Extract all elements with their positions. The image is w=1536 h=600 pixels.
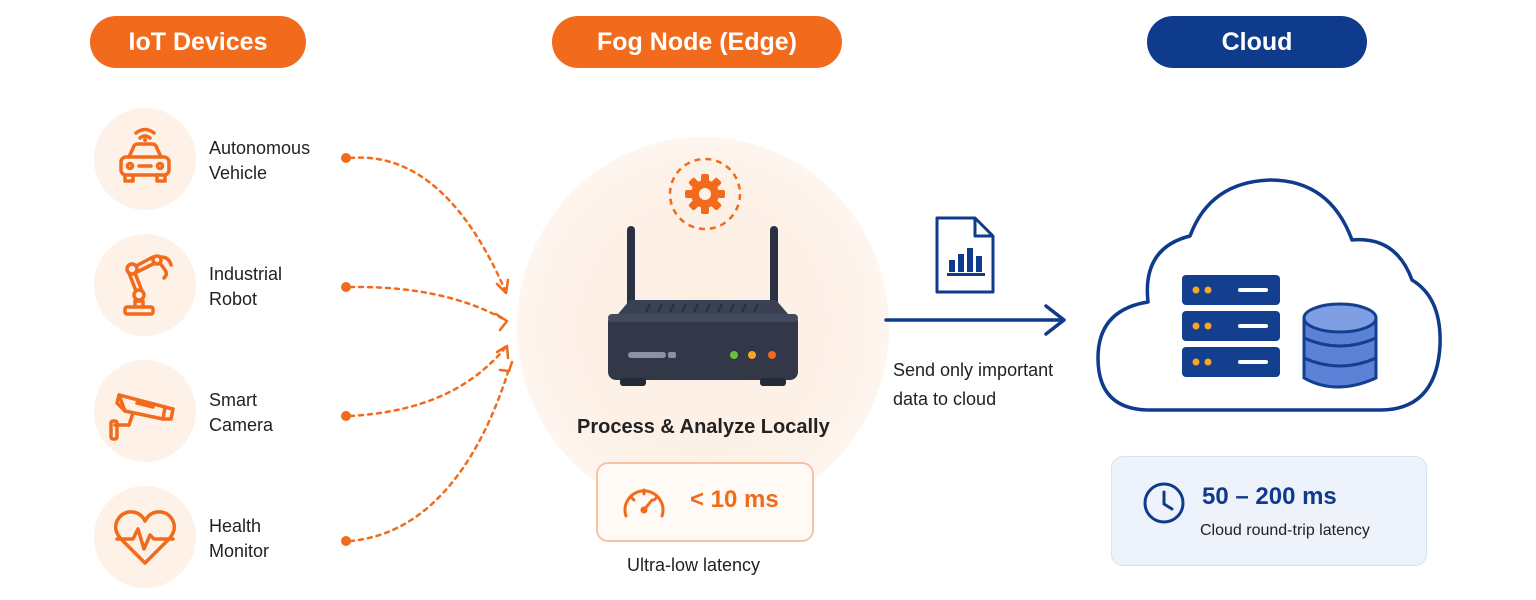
device-label-line2: Camera	[209, 415, 274, 435]
fog-node-header: Fog Node (Edge)	[552, 16, 842, 68]
device-smart-camera: Smart Camera	[94, 360, 354, 464]
speedometer-icon	[623, 488, 665, 518]
device-icon-circle	[94, 360, 196, 462]
clock-icon	[1143, 482, 1185, 524]
database-icon	[1302, 302, 1378, 389]
device-icon-circle	[94, 486, 196, 588]
arrowhead	[495, 278, 510, 295]
fog-latency-value: < 10 ms	[690, 486, 779, 513]
report-document-icon	[935, 216, 995, 294]
connector-health	[348, 370, 510, 543]
fog-caption: Process & Analyze Locally	[577, 416, 830, 438]
device-icon-circle	[94, 108, 196, 210]
connector-camera	[348, 346, 507, 418]
device-autonomous-vehicle: Autonomous Vehicle	[94, 108, 354, 212]
device-label-line2: Vehicle	[209, 163, 268, 183]
cloud-header-label: Cloud	[1221, 27, 1293, 56]
cloud-icon	[1096, 178, 1442, 412]
device-industrial-robot: Industrial Robot	[94, 234, 354, 338]
connector-dot	[341, 536, 351, 546]
device-label-line1: Autonomous	[209, 138, 311, 158]
cloud-latency-box: 50 – 200 ms Cloud round-trip latency	[1111, 456, 1427, 566]
device-label: Health Monitor	[209, 514, 269, 564]
robot-arm-icon	[123, 254, 173, 316]
connector-dot	[341, 153, 351, 163]
security-camera-icon	[109, 393, 175, 441]
transfer-caption-line1: Send only important	[893, 360, 1054, 380]
cloud-latency-value: 50 – 200 ms	[1202, 483, 1337, 510]
arrow-to-cloud	[884, 304, 1066, 336]
router-icon	[608, 226, 798, 386]
device-label-line1: Smart	[209, 390, 258, 410]
device-label-line2: Robot	[209, 289, 258, 309]
heart-pulse-icon	[113, 510, 177, 565]
device-label: Smart Camera	[209, 388, 273, 438]
connector-vehicle	[348, 156, 507, 292]
arrowhead	[494, 312, 509, 332]
transfer-caption: Send only important data to cloud	[893, 356, 1053, 414]
device-label-line1: Health	[209, 516, 262, 536]
device-label: Industrial Robot	[209, 262, 282, 312]
fog-latency-box: < 10 ms	[596, 462, 814, 542]
cloud-latency-label: Cloud round-trip latency	[1200, 522, 1370, 539]
iot-devices-header-label: IoT Devices	[128, 27, 268, 56]
cloud-header: Cloud	[1147, 16, 1367, 68]
device-label-line2: Monitor	[209, 541, 270, 561]
transfer-caption-line2: data to cloud	[893, 389, 997, 409]
connector-dot	[341, 282, 351, 292]
device-icon-circle	[94, 234, 196, 336]
connector-robot	[348, 285, 507, 322]
server-rack-icon	[1182, 275, 1280, 377]
car-icon	[119, 127, 171, 183]
arrowhead	[498, 360, 514, 373]
gear-icon	[668, 157, 742, 231]
connector-dot	[341, 411, 351, 421]
arrowhead	[495, 344, 510, 360]
iot-devices-header: IoT Devices	[90, 16, 306, 68]
device-label: Autonomous Vehicle	[209, 136, 310, 186]
fog-latency-label: Ultra-low latency	[627, 555, 761, 575]
fog-node-header-label: Fog Node (Edge)	[597, 27, 797, 56]
device-health-monitor: Health Monitor	[94, 486, 354, 590]
device-label-line1: Industrial	[209, 264, 283, 284]
